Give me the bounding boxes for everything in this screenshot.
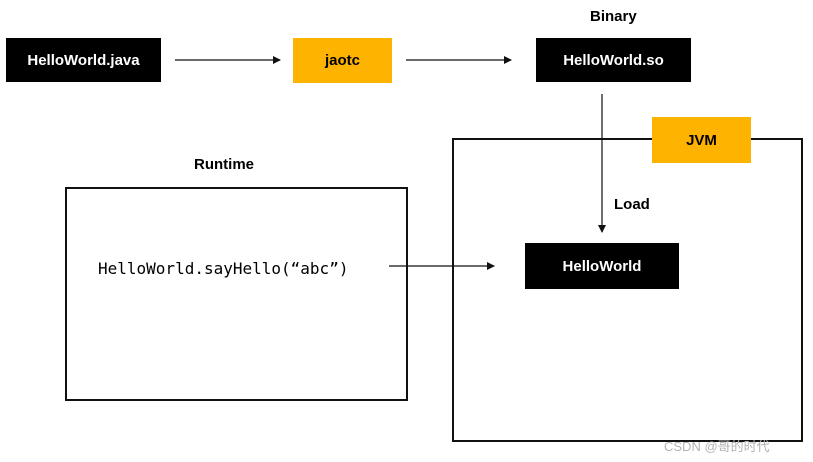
jvm-badge-label: JVM [686, 131, 717, 149]
runtime-frame [65, 187, 408, 401]
source-file-label: HelloWorld.java [27, 51, 140, 69]
runtime-code-call: HelloWorld.sayHello(“abc”) [98, 259, 349, 278]
helloworld-class-box: HelloWorld [525, 243, 679, 289]
load-label: Load [614, 196, 650, 213]
jvm-frame [452, 138, 803, 442]
csdn-watermark: CSDN @哥的时代 [664, 439, 770, 454]
jaotc-compiler-box: jaotc [293, 38, 392, 83]
binary-file-box: HelloWorld.so [536, 38, 691, 82]
binary-title: Binary [590, 8, 637, 25]
jaotc-compiler-label: jaotc [324, 52, 360, 69]
helloworld-class-label: HelloWorld [562, 257, 642, 275]
binary-file-label: HelloWorld.so [563, 51, 664, 69]
runtime-title: Runtime [194, 156, 254, 173]
source-file-box: HelloWorld.java [6, 38, 161, 82]
jvm-badge: JVM [652, 117, 751, 163]
